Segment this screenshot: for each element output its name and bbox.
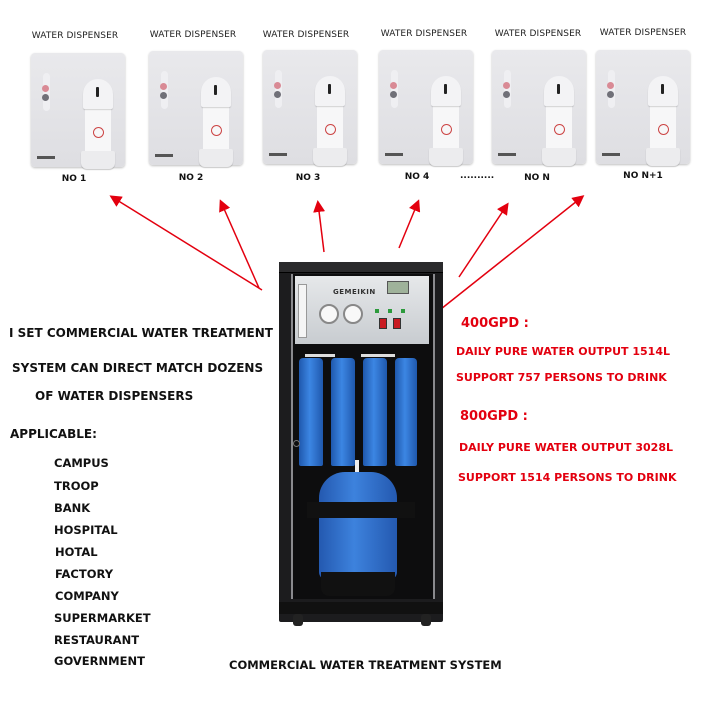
applicable-item: TROOP xyxy=(54,479,99,493)
applicable-item: FACTORY xyxy=(55,567,114,581)
water-dispenser-image xyxy=(596,50,690,166)
spec-output: DAILY PURE WATER OUTPUT 1514L xyxy=(456,345,670,358)
indicator-light-icon xyxy=(401,309,405,313)
dispenser-title: WATER DISPENSER xyxy=(149,30,237,40)
indicator-light-icon xyxy=(388,309,392,313)
water-dispenser-image xyxy=(379,50,473,166)
dispenser-label: NO N+1 xyxy=(623,171,663,181)
flowmeter xyxy=(298,284,307,338)
power-switch xyxy=(379,318,387,329)
water-dispenser-image xyxy=(492,50,586,166)
applicable-item: SUPERMARKET xyxy=(54,611,151,625)
applicable-item: GOVERNMENT xyxy=(54,654,145,668)
dispenser-title: WATER DISPENSER xyxy=(494,29,582,39)
applicable-item: RESTAURANT xyxy=(54,633,140,647)
control-panel: GEMEIKIN xyxy=(295,276,429,344)
arrow-to-no3 xyxy=(313,200,326,253)
spec-model: 800GPD : xyxy=(460,409,528,424)
pressure-gauge-icon xyxy=(343,304,363,324)
description-line: OF WATER DISPENSERS xyxy=(35,389,194,403)
tank-strap xyxy=(307,502,415,518)
applicable-heading: APPLICABLE: xyxy=(10,427,97,441)
ellipsis: .......... xyxy=(460,171,495,181)
lcd-display xyxy=(387,281,409,294)
system-caption: COMMERCIAL WATER TREATMENT SYSTEM xyxy=(229,658,502,672)
arrow-to-non1 xyxy=(440,195,585,310)
dispenser-label: NO 3 xyxy=(295,173,321,183)
applicable-item: BANK xyxy=(54,501,91,515)
water-dispenser-image xyxy=(263,50,357,166)
filter-housing xyxy=(395,358,417,466)
brand-label: GEMEIKIN xyxy=(333,288,376,296)
dispenser-label: NO 2 xyxy=(178,173,204,183)
dispenser-label: NO N xyxy=(524,173,550,183)
spec-output: DAILY PURE WATER OUTPUT 3028L xyxy=(459,441,673,454)
water-dispenser-image xyxy=(149,51,243,167)
filter-housing xyxy=(299,358,323,466)
applicable-item: CAMPUS xyxy=(54,456,109,470)
water-treatment-cabinet: GEMEIKIN xyxy=(279,262,443,626)
water-dispenser-image xyxy=(31,53,125,169)
applicable-item: HOSPITAL xyxy=(54,523,118,537)
dispenser-title: WATER DISPENSER xyxy=(262,30,350,40)
applicable-item: HOTAL xyxy=(55,545,98,559)
indicator-light-icon xyxy=(375,309,379,313)
arrow-to-non xyxy=(458,202,509,278)
dispenser-label: NO 4 xyxy=(404,172,430,182)
arrow-to-no2 xyxy=(219,199,260,289)
description-line: SYSTEM CAN DIRECT MATCH DOZENS xyxy=(12,361,264,375)
dispenser-title: WATER DISPENSER xyxy=(31,31,119,41)
spec-support: SUPPORT 1514 PERSONS TO DRINK xyxy=(458,471,677,484)
arrow-to-no1 xyxy=(109,195,263,291)
applicable-item: COMPANY xyxy=(55,589,119,603)
spec-model: 400GPD : xyxy=(461,316,529,331)
pressure-gauge-icon xyxy=(319,304,339,324)
filter-housing xyxy=(363,358,387,466)
pressure-tank xyxy=(319,472,397,580)
caster-wheel xyxy=(293,614,303,626)
description-line: I SET COMMERCIAL WATER TREATMENT xyxy=(9,326,273,340)
dispenser-title: WATER DISPENSER xyxy=(599,28,687,38)
dispenser-title: WATER DISPENSER xyxy=(380,29,468,39)
dispenser-label: NO 1 xyxy=(61,174,87,184)
flush-switch xyxy=(393,318,401,329)
caster-wheel xyxy=(421,614,431,626)
lock-icon xyxy=(293,440,300,447)
spec-support: SUPPORT 757 PERSONS TO DRINK xyxy=(456,371,667,384)
arrow-to-no4 xyxy=(398,199,421,249)
filter-housing xyxy=(331,358,355,466)
